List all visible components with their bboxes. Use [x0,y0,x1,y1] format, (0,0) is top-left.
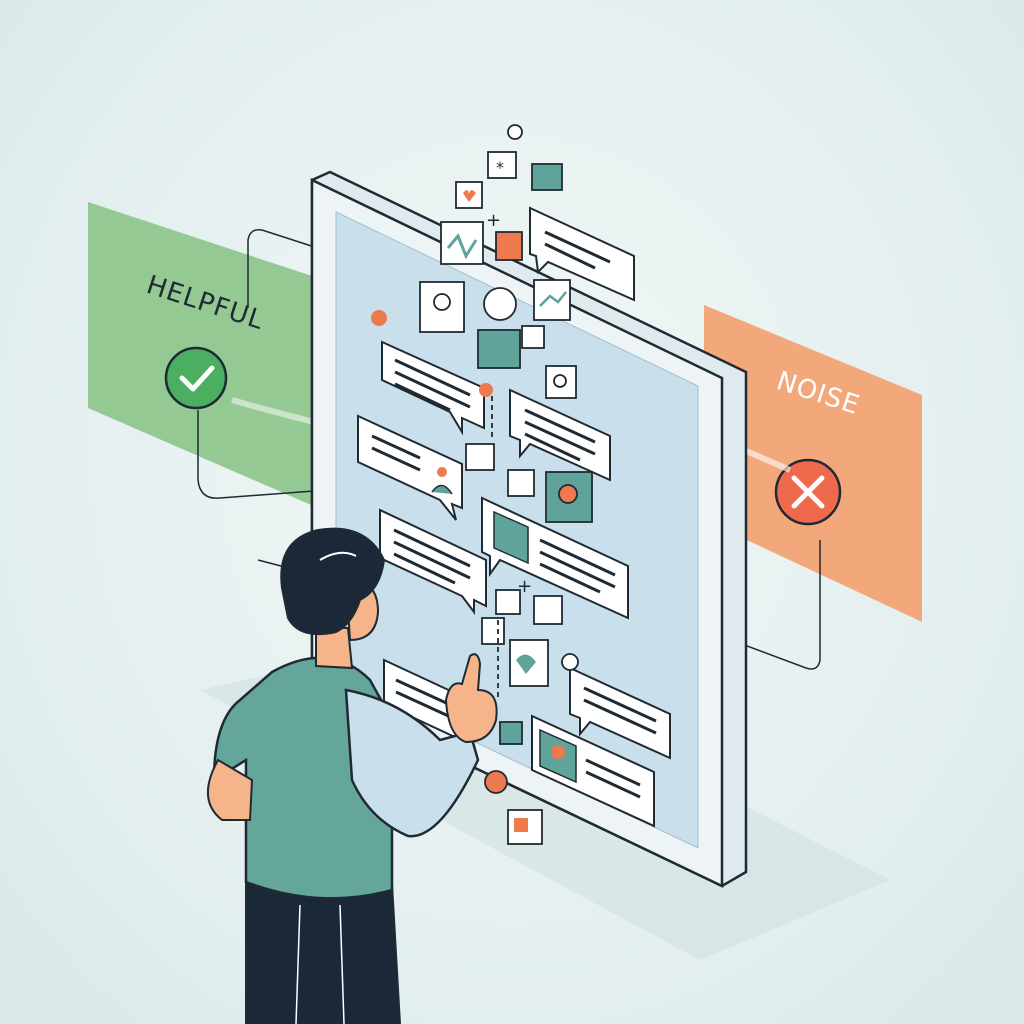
profile-icon [419,281,465,333]
noise-badge[interactable] [774,458,842,526]
svg-text:*: * [496,158,504,177]
contact-icon [477,329,521,369]
checkmark-icon [179,365,215,392]
person-back-arm [206,758,254,821]
avatar-icon [431,467,453,495]
orange-dot [479,383,493,397]
person-hair [280,527,386,636]
noise-panel: NOISE [704,305,922,622]
feed-item[interactable] [381,340,485,436]
globe-icon [495,589,521,615]
floating-icons: * + + [371,124,593,845]
svg-text:+: + [517,576,532,597]
helpful-badge[interactable] [164,346,228,410]
feed-item[interactable] [357,414,463,521]
photo-thumbnail-icon [539,728,577,784]
orange-blob [484,770,508,794]
tools-icon [483,287,517,321]
x-mark-icon [791,475,825,509]
trend-icon [533,279,571,321]
search-icon [545,365,577,399]
shape-icon [481,617,505,645]
person-legs [245,878,402,1024]
note-icon [533,595,563,625]
feed-item[interactable] [529,206,635,302]
person-arm [344,688,480,838]
feed-item[interactable] [509,388,611,482]
image-thumbnail-icon [493,510,529,565]
message-icon [521,325,545,349]
helpful-panel: HELPFUL [88,202,318,508]
person [206,527,498,1024]
dot-icon [507,124,523,140]
image-icon [495,231,523,261]
feed-item[interactable] [531,714,655,828]
video-icon [531,163,563,191]
settings-icon [507,469,535,497]
sparkle-icon [487,151,517,179]
glasses-icon [465,443,495,471]
feed [357,206,671,828]
orange-dot [371,310,387,326]
feed-item[interactable] [569,666,671,760]
heart-icon [455,181,483,209]
person-hand [444,653,498,744]
feed-item[interactable] [379,508,487,615]
svg-text:+: + [486,210,501,231]
feed-item[interactable] [481,496,629,620]
close-square-icon [499,721,523,745]
dot-icon [561,653,579,671]
